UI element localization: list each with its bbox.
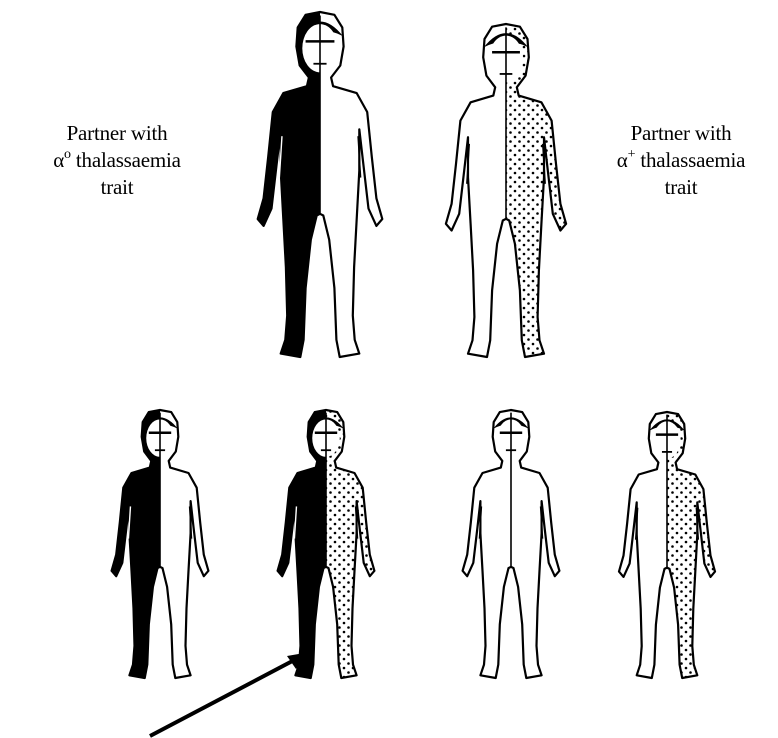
figure-child-alpha-plus-trait [619,412,715,678]
figure-parent-alpha0-trait [258,12,383,357]
figure-child-alpha0-trait [112,410,209,678]
figure-parent-alpha-plus-trait [446,24,566,357]
figure-child-hbh-disease [278,410,375,678]
figure-child-normal [463,410,560,678]
